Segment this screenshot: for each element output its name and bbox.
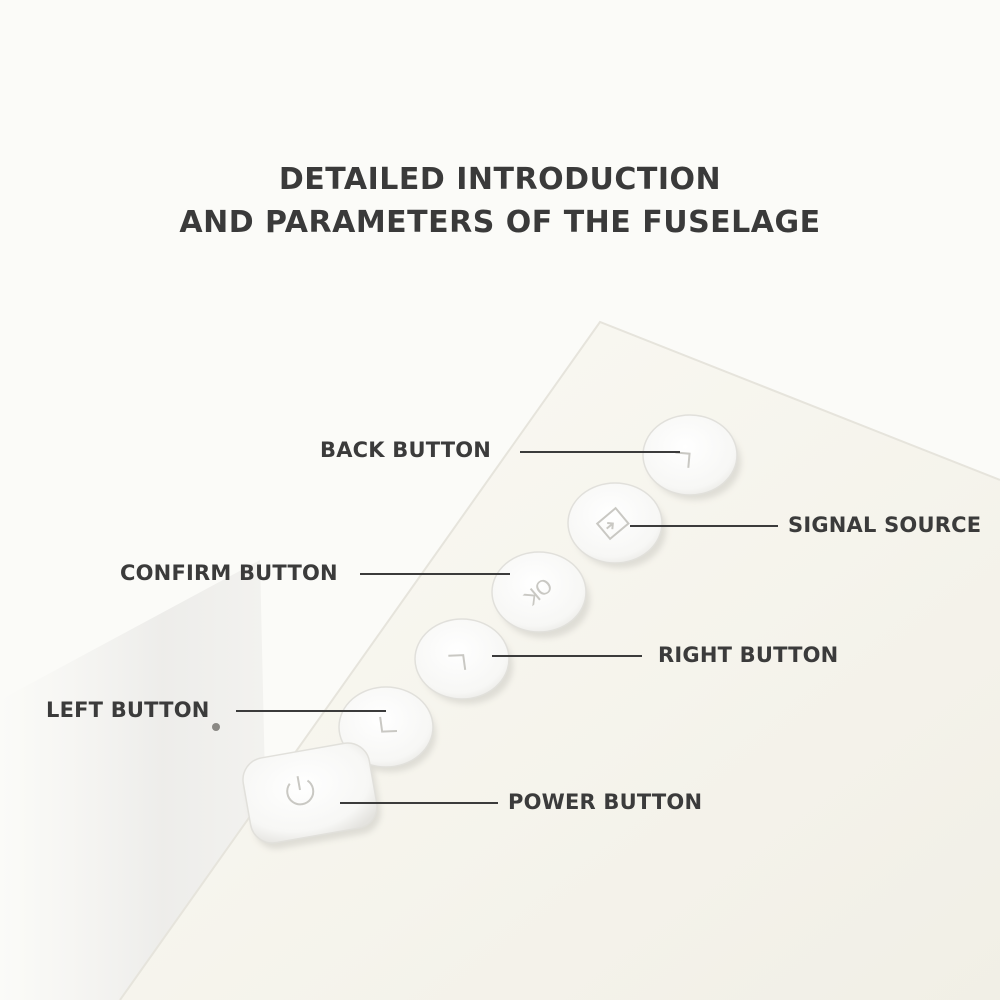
back-button-label: BACK BUTTON bbox=[320, 438, 492, 462]
right-button-leader bbox=[492, 655, 642, 657]
left-button-leader bbox=[236, 710, 386, 712]
confirm-button-leader bbox=[360, 573, 510, 575]
back-button[interactable] bbox=[642, 414, 738, 496]
indicator-hole bbox=[212, 723, 220, 731]
power-icon bbox=[286, 776, 315, 806]
signal-source-label: SIGNAL SOURCE bbox=[788, 513, 982, 537]
left-button-label: LEFT BUTTON bbox=[46, 698, 210, 722]
right-button-label: RIGHT BUTTON bbox=[658, 643, 839, 667]
signal-source-button[interactable] bbox=[567, 482, 663, 564]
power-button[interactable] bbox=[240, 740, 381, 847]
right-button[interactable] bbox=[414, 618, 510, 700]
page-title-line-1: DETAILED INTRODUCTION bbox=[278, 162, 722, 197]
confirm-button-label: CONFIRM BUTTON bbox=[120, 561, 338, 585]
chevron-left-icon bbox=[379, 716, 398, 733]
confirm-button[interactable]: OK bbox=[491, 551, 587, 633]
power-button-leader bbox=[340, 802, 498, 804]
power-button-label: POWER BUTTON bbox=[508, 790, 703, 814]
left-button[interactable] bbox=[338, 686, 434, 768]
page-title-line-2: AND PARAMETERS OF THE FUSELAGE bbox=[179, 205, 821, 240]
back-button-leader bbox=[520, 451, 680, 453]
chevron-right-icon bbox=[448, 654, 467, 671]
back-icon bbox=[675, 451, 691, 468]
signal-source-leader bbox=[630, 525, 778, 527]
input-source-icon bbox=[595, 506, 630, 541]
